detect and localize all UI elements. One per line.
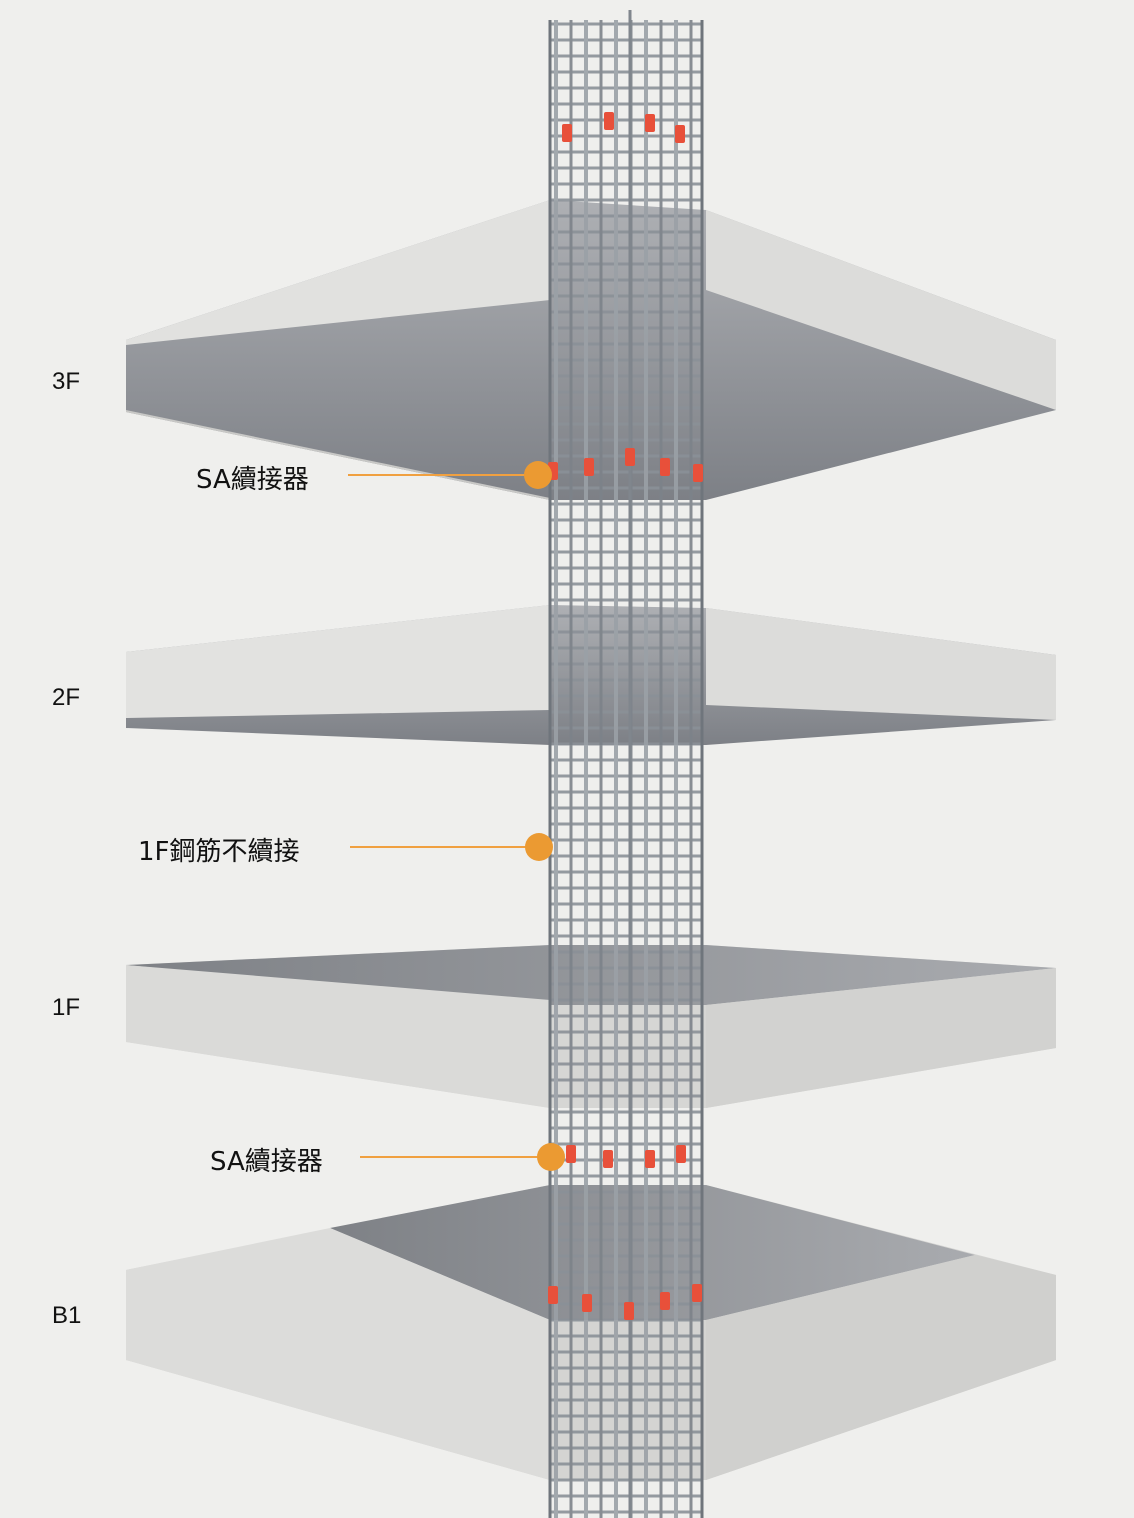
coupler-group-b1-upper xyxy=(566,1145,686,1168)
callout-label-1f-no-splice: 1F鋼筋不續接 xyxy=(138,837,300,867)
callout-label-sa-coupler-upper: SA續接器 xyxy=(196,465,309,495)
floor-label-b1: B1 xyxy=(52,1302,82,1329)
callout-leader-1 xyxy=(348,461,552,489)
coupler-group-b1-lower xyxy=(548,1284,702,1320)
coupler-group-3f xyxy=(548,448,703,482)
callout-label-sa-coupler-lower: SA續接器 xyxy=(210,1147,323,1177)
callout-leader-2 xyxy=(350,833,553,861)
floor-label-3f: 3F xyxy=(52,368,81,395)
coupler-group-top xyxy=(562,112,685,143)
floor-label-2f: 2F xyxy=(52,684,81,711)
rebar-column xyxy=(548,10,704,1518)
floor-label-1f: 1F xyxy=(52,994,81,1021)
callout-leader-3 xyxy=(360,1143,565,1171)
